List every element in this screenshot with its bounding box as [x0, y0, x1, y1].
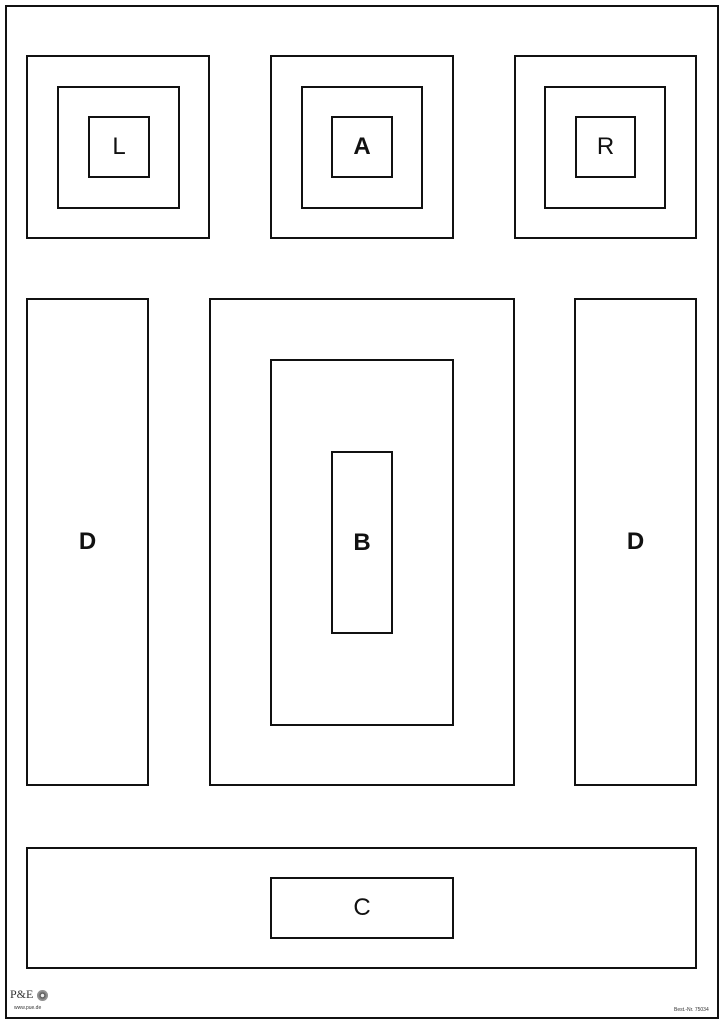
target-c-inner — [270, 877, 454, 939]
target-a-middle — [301, 86, 423, 209]
order-number: Best.-Nr. 75034 — [674, 1007, 709, 1013]
label-c: C — [353, 894, 371, 921]
pue-logo: P&E — [10, 987, 34, 1001]
sheet-border — [5, 5, 719, 1019]
target-a-outer — [270, 55, 454, 239]
target-l-inner — [88, 116, 150, 178]
target-d-left — [26, 298, 149, 786]
label-a: A — [353, 133, 371, 160]
target-r-outer — [514, 55, 697, 239]
target-b-inner — [331, 451, 393, 634]
label-l: L — [112, 133, 126, 160]
label-b: B — [353, 528, 371, 556]
label-d-left: D — [78, 528, 97, 555]
target-l-outer — [26, 55, 210, 239]
website-text: www.pue.de — [14, 1005, 42, 1011]
target-b-middle — [270, 359, 454, 726]
label-r: R — [596, 133, 615, 160]
target-b-outer — [209, 298, 515, 786]
label-d-right: D — [626, 528, 645, 555]
target-c-outer — [26, 847, 697, 969]
target-r-inner — [575, 116, 636, 178]
target-a-inner — [331, 116, 393, 178]
target-logo-icon — [37, 990, 48, 1001]
target-r-middle — [544, 86, 666, 209]
target-l-middle — [57, 86, 180, 209]
target-d-right — [574, 298, 697, 786]
